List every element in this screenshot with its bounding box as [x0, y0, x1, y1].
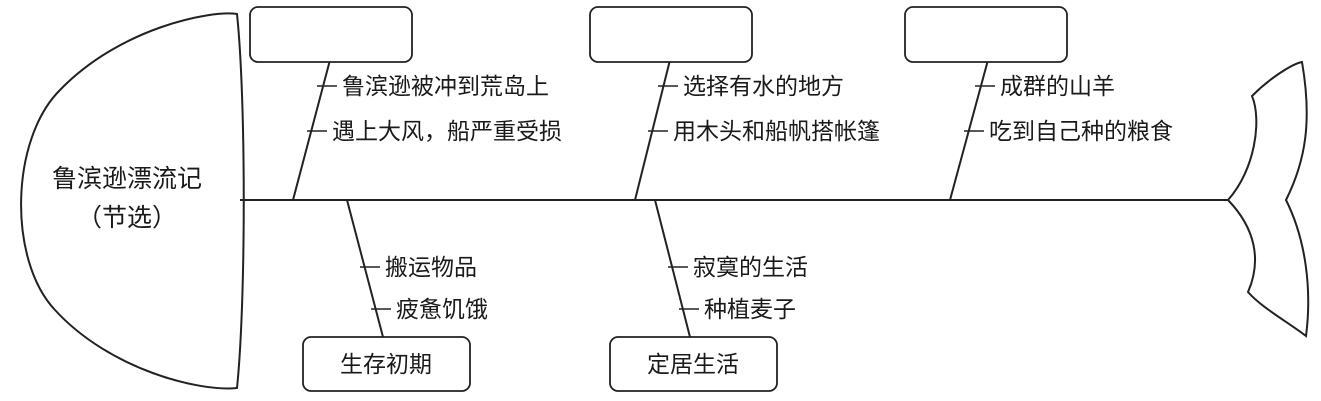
- bottom-bone-1-item-2: 疲惫饥饿: [396, 297, 488, 323]
- top-bone-1-box: [249, 6, 413, 63]
- head-title: 鲁滨逊漂流记: [52, 164, 202, 193]
- fish-head: [20, 12, 245, 390]
- bottom-bone-2-item-2: 种植麦子: [704, 297, 796, 323]
- top-bone-1-item-1: 鲁滨逊被冲到荒岛上: [342, 74, 549, 100]
- top-bone-2-box: [589, 6, 753, 63]
- bottom-bone-2-box: [609, 336, 778, 392]
- top-bone-3-item-1: 成群的山羊: [1000, 74, 1115, 100]
- top-bone-1-line: [292, 59, 331, 201]
- top-bone-2-line: [634, 59, 671, 201]
- bottom-bone-1-line: [346, 199, 384, 338]
- fish-tail: [1226, 60, 1310, 338]
- bottom-bone-2-line: [654, 199, 691, 338]
- head-subtitle: （节选）: [77, 203, 177, 232]
- top-bone-3-box: [904, 6, 1068, 63]
- top-bone-3-line: [949, 59, 989, 201]
- top-bone-1-item-2: 遇上大风，船严重受损: [332, 119, 562, 145]
- top-bone-2-item-1: 选择有水的地方: [683, 74, 844, 100]
- top-bone-2-item-2: 用木头和船帆搭帐篷: [673, 119, 880, 145]
- bottom-bone-1-item-1: 搬运物品: [385, 255, 477, 281]
- bottom-bone-1-label: 生存初期: [340, 352, 432, 378]
- top-bone-3-item-2: 吃到自己种的粮食: [989, 119, 1173, 145]
- bottom-bone-1-box: [302, 336, 471, 392]
- bottom-bone-2-item-1: 寂寞的生活: [693, 255, 808, 281]
- bottom-bone-2-label: 定居生活: [647, 352, 739, 378]
